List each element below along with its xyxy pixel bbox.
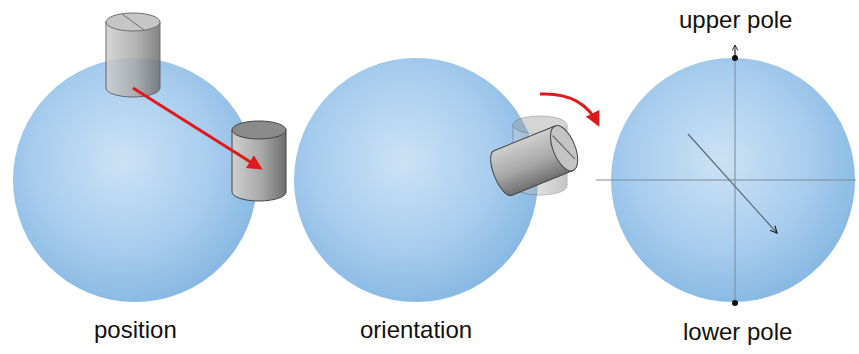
pole-label: lower pole [683, 318, 792, 346]
pole-dot [732, 55, 738, 61]
rotate-arrow [540, 94, 598, 124]
pole-label: upper pole [679, 6, 792, 34]
step-label: orientation [360, 316, 472, 344]
pole-dot [732, 300, 738, 306]
orientation-vector [688, 134, 777, 233]
cylinder [486, 122, 584, 199]
cylinder [232, 121, 286, 201]
axis [735, 50, 736, 306]
axis [596, 180, 856, 181]
step-label: position [94, 316, 177, 344]
move-arrow [133, 88, 260, 168]
cylinder [106, 13, 160, 97]
